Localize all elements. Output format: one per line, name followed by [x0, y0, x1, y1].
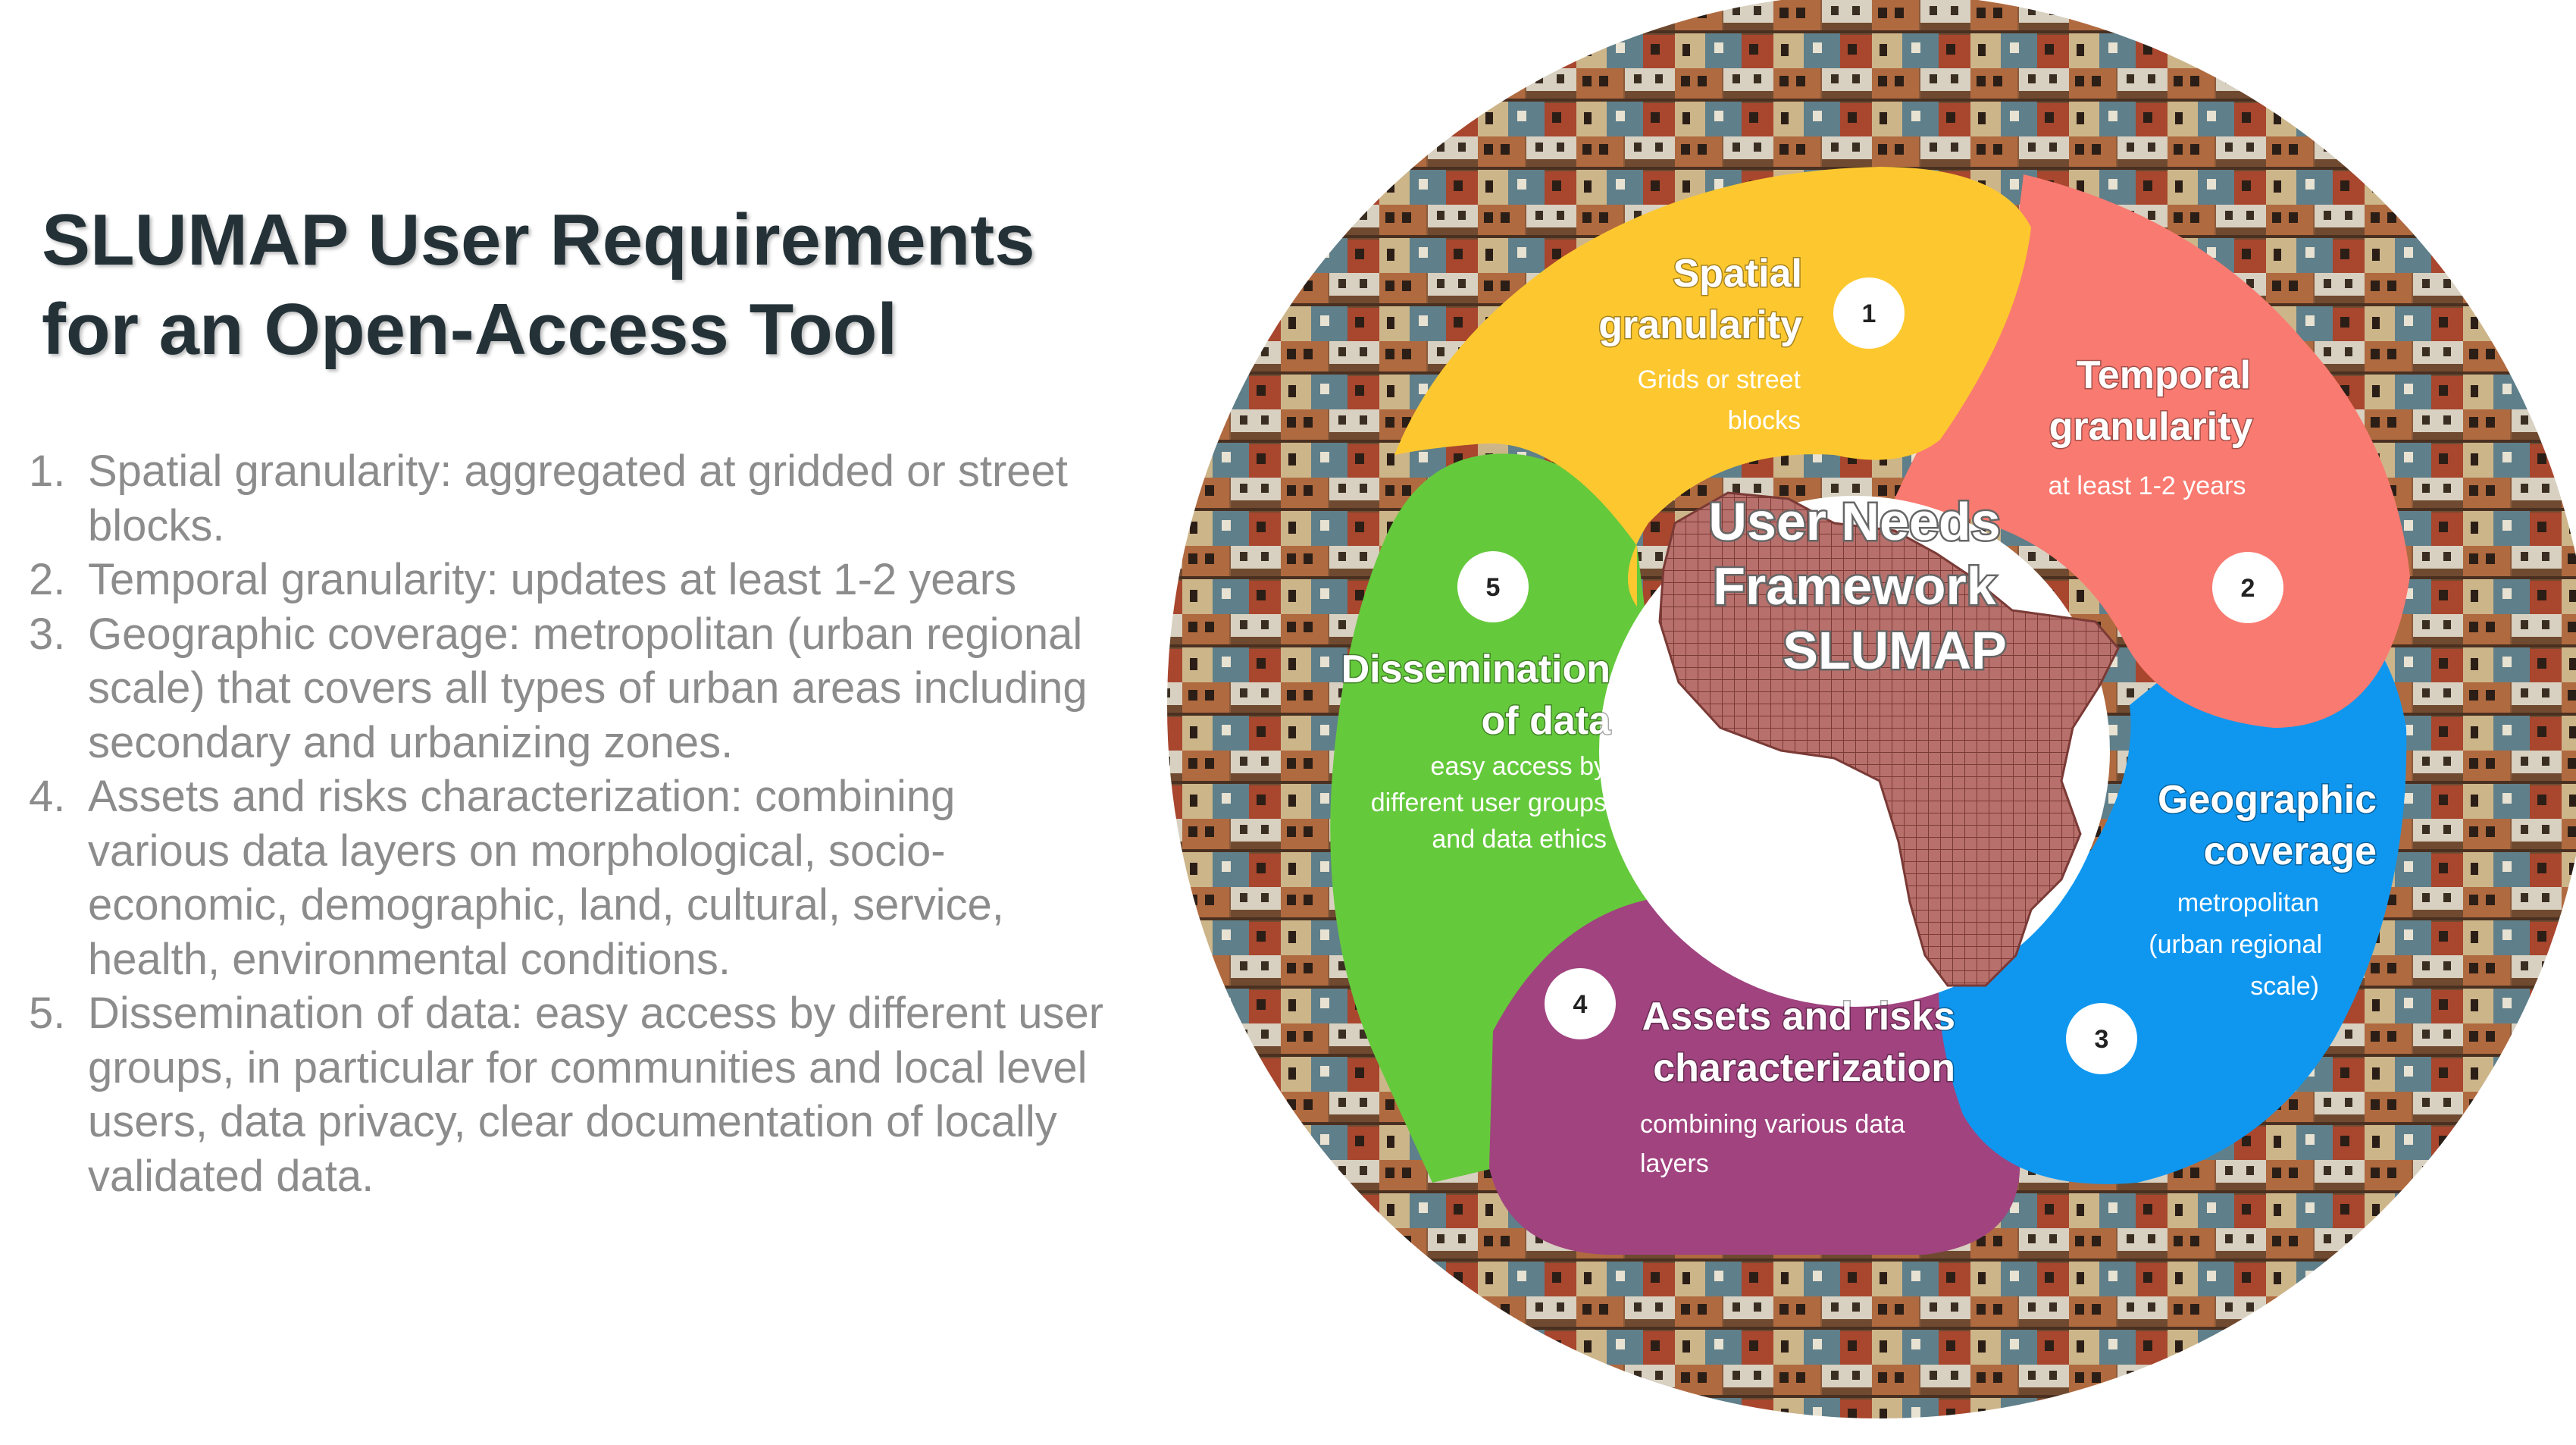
number-badge-4: 4 [1545, 968, 1616, 1039]
requirement-item: 4. Assets and risks characterization: com… [29, 770, 1105, 986]
center-title-line-2: Framework [1713, 556, 1996, 616]
requirement-number: 5. [29, 989, 66, 1038]
requirement-number: 3. [29, 609, 66, 659]
segment-3-title-line-2: coverage [2204, 829, 2377, 873]
svg-text:4: 4 [1573, 990, 1588, 1019]
segment-5-title-line-2: of data [1482, 699, 1612, 743]
svg-text:2: 2 [2241, 574, 2255, 603]
number-badge-2: 2 [2212, 552, 2283, 623]
requirement-item: 1. Spatial granularity: aggregated at gri… [29, 444, 1105, 553]
segment-5-title-line-1: Dissemination [1341, 647, 1610, 691]
segment-5-subtitle-line-3: and data ethics [1432, 825, 1607, 854]
requirement-text: Assets and risks characterization: combi… [88, 772, 1004, 984]
segment-4-subtitle-line-1: combining various data [1640, 1110, 1905, 1139]
segment-spatial-granularity [1394, 167, 2031, 607]
requirement-number: 4. [29, 772, 66, 821]
segment-2-subtitle-line-1: at least 1-2 years [2049, 472, 2246, 500]
number-badge-1: 1 [1833, 277, 1905, 349]
title-line-1: SLUMAP User Requirements [42, 199, 1035, 281]
segment-4-title-line-2: characterization [1653, 1046, 1955, 1090]
segment-5-subtitle-line-1: easy access by [1431, 752, 1607, 781]
segment-4-title-line-1: Assets and risks [1642, 995, 1955, 1039]
segment-4-subtitle-line-2: layers [1640, 1149, 1709, 1178]
svg-text:5: 5 [1486, 573, 1501, 602]
requirement-item: 5. Dissemination of data: easy access by … [29, 986, 1105, 1203]
svg-text:3: 3 [2095, 1025, 2109, 1054]
requirement-number: 1. [29, 447, 66, 496]
segment-1-title-line-1: Spatial [1673, 252, 1803, 296]
segment-3-title-line-1: Geographic [2158, 778, 2377, 822]
segment-3-subtitle-line-2: (urban regional [2149, 930, 2322, 959]
requirement-text: Geographic coverage: metropolitan (urban… [88, 609, 1088, 767]
number-badge-3: 3 [2066, 1003, 2137, 1074]
africa-map-icon [1658, 491, 2120, 987]
center-title-line-3: SLUMAP [1783, 621, 2007, 680]
requirement-text: Spatial granularity: aggregated at gridd… [88, 447, 1068, 550]
svg-text:1: 1 [1862, 299, 1876, 328]
segment-3-subtitle-line-1: metropolitan [2177, 889, 2319, 917]
requirements-list: 1. Spatial granularity: aggregated at gri… [29, 444, 1105, 1203]
segment-2-title-line-2: granularity [2049, 405, 2253, 449]
segment-5-subtitle-line-2: different user groups [1371, 788, 1607, 817]
requirement-item: 2. Temporal granularity: updates at least… [29, 553, 1105, 607]
requirement-text: Temporal granularity: updates at least 1… [88, 555, 1017, 604]
requirement-item: 3. Geographic coverage: metropolitan (urb… [29, 607, 1105, 770]
slide-title: SLUMAP User Requirements for an Open-Acc… [42, 196, 1118, 375]
number-badge-5: 5 [1457, 551, 1529, 622]
segment-geographic-coverage [1939, 576, 2407, 1184]
requirement-text: Dissemination of data: easy access by di… [88, 989, 1104, 1201]
requirement-number: 2. [29, 555, 66, 604]
center-title-line-1: User Needs [1708, 492, 2000, 551]
segment-2-title-line-1: Temporal [2077, 353, 2251, 397]
segment-1-subtitle-line-1: Grids or street [1638, 365, 1801, 394]
title-line-2: for an Open-Access Tool [42, 289, 898, 370]
segment-1-title-line-2: granularity [1598, 303, 1802, 347]
segment-3-subtitle-line-3: scale) [2250, 972, 2319, 1001]
segment-1-subtitle-line-2: blocks [1728, 406, 1801, 435]
